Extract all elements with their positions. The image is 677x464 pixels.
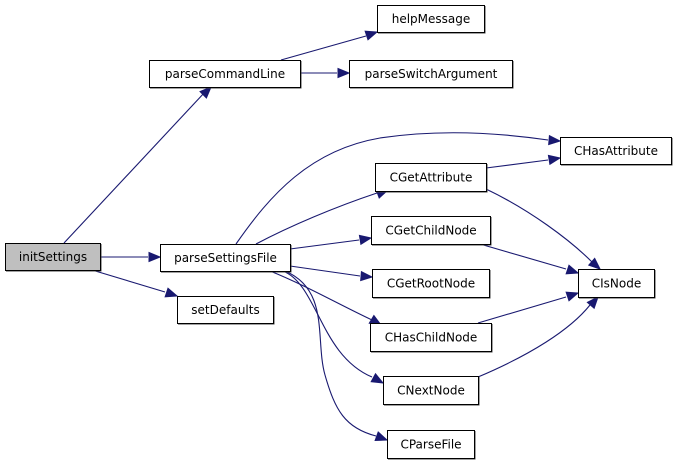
node-CNextNode[interactable]: CNextNode: [383, 376, 480, 406]
edge-line: [477, 304, 591, 378]
node-parseSettingsFile[interactable]: parseSettingsFile: [160, 244, 292, 273]
node-label: CGetAttribute: [390, 171, 473, 185]
edge-parseSettingsFile-to-CGetChildNode: [289, 234, 373, 250]
arrowhead-icon: [548, 134, 562, 146]
node-label: parseSwitchArgument: [365, 67, 498, 81]
nodes-layer: initSettings parseCommandLine helpMessage p…: [5, 5, 673, 460]
node-box[interactable]: [349, 60, 513, 88]
node-label: parseSettingsFile: [174, 251, 277, 265]
arrowhead-icon: [164, 287, 179, 298]
edge-line: [485, 159, 549, 169]
node-label: CHasChildNode: [385, 331, 478, 345]
edge-CGetAttribute-to-CHasAttribute: [485, 154, 562, 169]
node-CHasChildNode[interactable]: CHasChildNode: [370, 323, 493, 353]
node-box[interactable]: [383, 376, 479, 405]
edge-initSettings-to-setDefaults: [91, 269, 179, 298]
node-parseCommandLine[interactable]: parseCommandLine: [149, 60, 302, 89]
arrowhead-icon: [364, 30, 379, 41]
arrowhead-icon: [374, 431, 389, 441]
arrowhead-icon: [199, 86, 212, 99]
node-box[interactable]: [387, 430, 475, 459]
node-box[interactable]: [375, 163, 487, 192]
node-label: helpMessage: [392, 12, 471, 26]
edge-parseSettingsFile-to-CParseFile: [284, 270, 389, 441]
edges-layer: [63, 30, 601, 441]
edge-line: [235, 132, 549, 245]
node-box[interactable]: [177, 296, 274, 324]
node-label: CNextNode: [397, 384, 465, 398]
node-CGetChildNode[interactable]: CGetChildNode: [371, 216, 492, 246]
node-label: parseCommandLine: [165, 67, 285, 81]
arrowhead-icon: [148, 251, 162, 263]
arrowhead-icon: [586, 296, 599, 310]
node-CGetAttribute[interactable]: CGetAttribute: [375, 163, 488, 193]
node-box[interactable]: [160, 244, 291, 272]
edge-CNextNode-to-CIsNode: [477, 296, 599, 378]
node-CHasAttribute[interactable]: CHasAttribute: [560, 137, 673, 166]
edge-line: [284, 270, 377, 437]
node-helpMessage[interactable]: helpMessage: [377, 5, 486, 34]
node-box[interactable]: [149, 60, 301, 88]
node-label: CIsNode: [592, 277, 642, 291]
edge-CGetAttribute-to-CIsNode: [485, 188, 601, 270]
edge-line: [91, 269, 166, 293]
edge-parseCommandLine-to-parseSwitchArgument: [300, 67, 351, 79]
node-box[interactable]: [5, 243, 101, 271]
arrowhead-icon: [360, 270, 374, 282]
edge-line: [289, 265, 361, 277]
edge-parseSettingsFile-to-CGetRootNode: [289, 265, 374, 282]
node-label: CParseFile: [400, 438, 461, 452]
node-label: CHasAttribute: [574, 144, 658, 158]
node-CIsNode[interactable]: CIsNode: [578, 269, 656, 299]
arrowhead-icon: [547, 154, 562, 166]
arrowhead-icon: [337, 67, 351, 79]
node-label: CGetChildNode: [385, 224, 476, 238]
node-parseSwitchArgument[interactable]: parseSwitchArgument: [349, 60, 514, 89]
edge-CGetChildNode-to-CIsNode: [479, 243, 580, 275]
edge-parseSettingsFile-to-CNextNode: [282, 270, 385, 384]
edge-line: [63, 91, 206, 244]
node-initSettings[interactable]: initSettings: [5, 243, 102, 272]
edge-line: [485, 188, 593, 263]
edge-line: [255, 192, 378, 245]
node-label: initSettings: [19, 250, 87, 264]
edge-parseSettingsFile-to-CGetAttribute: [255, 189, 390, 245]
edge-parseCommandLine-to-helpMessage: [280, 30, 379, 61]
node-box[interactable]: [578, 269, 655, 298]
node-label: setDefaults: [191, 303, 259, 317]
edge-line: [282, 270, 373, 378]
node-CGetRootNode[interactable]: CGetRootNode: [372, 269, 491, 299]
edge-line: [477, 296, 567, 324]
edge-parseSettingsFile-to-CHasAttribute: [235, 132, 562, 245]
edge-line: [289, 239, 360, 250]
edge-line: [479, 243, 567, 270]
node-box[interactable]: [370, 323, 492, 352]
node-box[interactable]: [377, 5, 485, 33]
edge-CHasChildNode-to-CIsNode: [477, 291, 580, 324]
node-box[interactable]: [372, 269, 490, 298]
arrowhead-icon: [370, 372, 385, 384]
edge-initSettings-to-parseCommandLine: [63, 86, 212, 244]
node-label: CGetRootNode: [387, 277, 475, 291]
edge-line: [269, 270, 373, 321]
edge-initSettings-to-parseSettingsFile: [100, 251, 162, 263]
arrowhead-icon: [358, 234, 373, 246]
arrowhead-icon: [587, 257, 601, 270]
arrowhead-icon: [565, 264, 580, 275]
node-CParseFile[interactable]: CParseFile: [387, 430, 476, 460]
edge-line: [280, 35, 367, 61]
node-box[interactable]: [371, 216, 491, 245]
node-setDefaults[interactable]: setDefaults: [177, 296, 275, 325]
node-box[interactable]: [560, 137, 672, 165]
arrowhead-icon: [565, 291, 580, 302]
